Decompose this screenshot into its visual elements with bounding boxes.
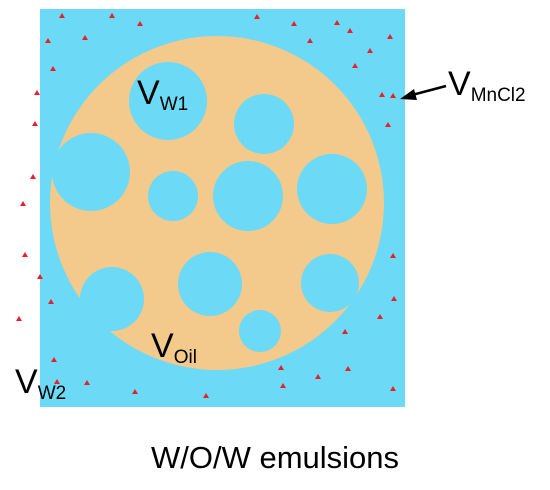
mncl2-particle <box>137 21 143 26</box>
mncl2-particle <box>391 296 397 301</box>
label-mncl2: VMnCl2 <box>448 65 526 106</box>
mncl2-particle <box>109 13 115 18</box>
mncl2-particle <box>254 14 260 19</box>
wow-emulsion-diagram: VW1 VOil VW2 VMnCl2 <box>15 9 526 407</box>
mncl2-particle <box>390 93 396 98</box>
inner-water-droplets <box>52 62 367 352</box>
mncl2-particle <box>345 366 351 371</box>
mncl2-particle <box>280 383 286 388</box>
inner-water-droplet <box>213 161 283 231</box>
mncl2-particle <box>347 28 353 33</box>
arrow-to-mncl2 <box>400 84 447 100</box>
mncl2-particle <box>377 314 383 319</box>
mncl2-particle <box>291 21 297 26</box>
mncl2-particle <box>334 20 340 25</box>
mncl2-particle <box>22 252 28 257</box>
mncl2-particle <box>54 379 60 384</box>
inner-water-droplet <box>297 154 367 224</box>
mncl2-particle <box>385 122 391 127</box>
mncl2-particle <box>37 274 43 279</box>
mncl2-particle <box>59 13 65 18</box>
mncl2-particle <box>32 121 38 126</box>
mncl2-particle <box>132 389 138 394</box>
arrow-head <box>400 89 417 100</box>
inner-water-droplet <box>52 133 130 211</box>
label-outer-water: VW2 <box>15 363 66 404</box>
mncl2-particle <box>45 38 51 43</box>
mncl2-particle <box>34 90 40 95</box>
inner-water-droplet <box>301 254 359 312</box>
mncl2-particles <box>16 13 397 398</box>
inner-water-droplet <box>234 94 294 154</box>
mncl2-particle <box>16 316 22 321</box>
mncl2-particle <box>352 63 358 68</box>
mncl2-particle <box>82 35 88 40</box>
mncl2-particle <box>48 299 54 304</box>
mncl2-particle <box>367 48 373 53</box>
label-oil: VOil <box>151 327 197 368</box>
inner-water-droplet <box>129 62 207 140</box>
mncl2-particle <box>20 201 26 206</box>
mncl2-particle <box>342 329 348 334</box>
mncl2-particle <box>51 357 57 362</box>
inner-water-droplet <box>239 310 281 352</box>
mncl2-particle <box>50 66 56 71</box>
mncl2-particle <box>278 365 284 370</box>
mncl2-particle <box>390 253 396 258</box>
inner-water-droplet <box>148 171 198 221</box>
arrow-line <box>411 84 447 97</box>
mncl2-particle <box>203 393 209 398</box>
mncl2-particle <box>390 386 396 391</box>
label-inner-water: VW1 <box>137 74 188 115</box>
caption: W/O/W emulsions <box>150 440 400 475</box>
mncl2-particle <box>84 380 90 385</box>
mncl2-particle <box>30 174 36 179</box>
mncl2-particle <box>315 374 321 379</box>
mncl2-particle <box>307 38 313 43</box>
inner-water-droplet <box>80 267 144 331</box>
mncl2-particle <box>387 34 393 39</box>
mncl2-particle <box>379 92 385 97</box>
inner-water-droplet <box>178 252 242 316</box>
